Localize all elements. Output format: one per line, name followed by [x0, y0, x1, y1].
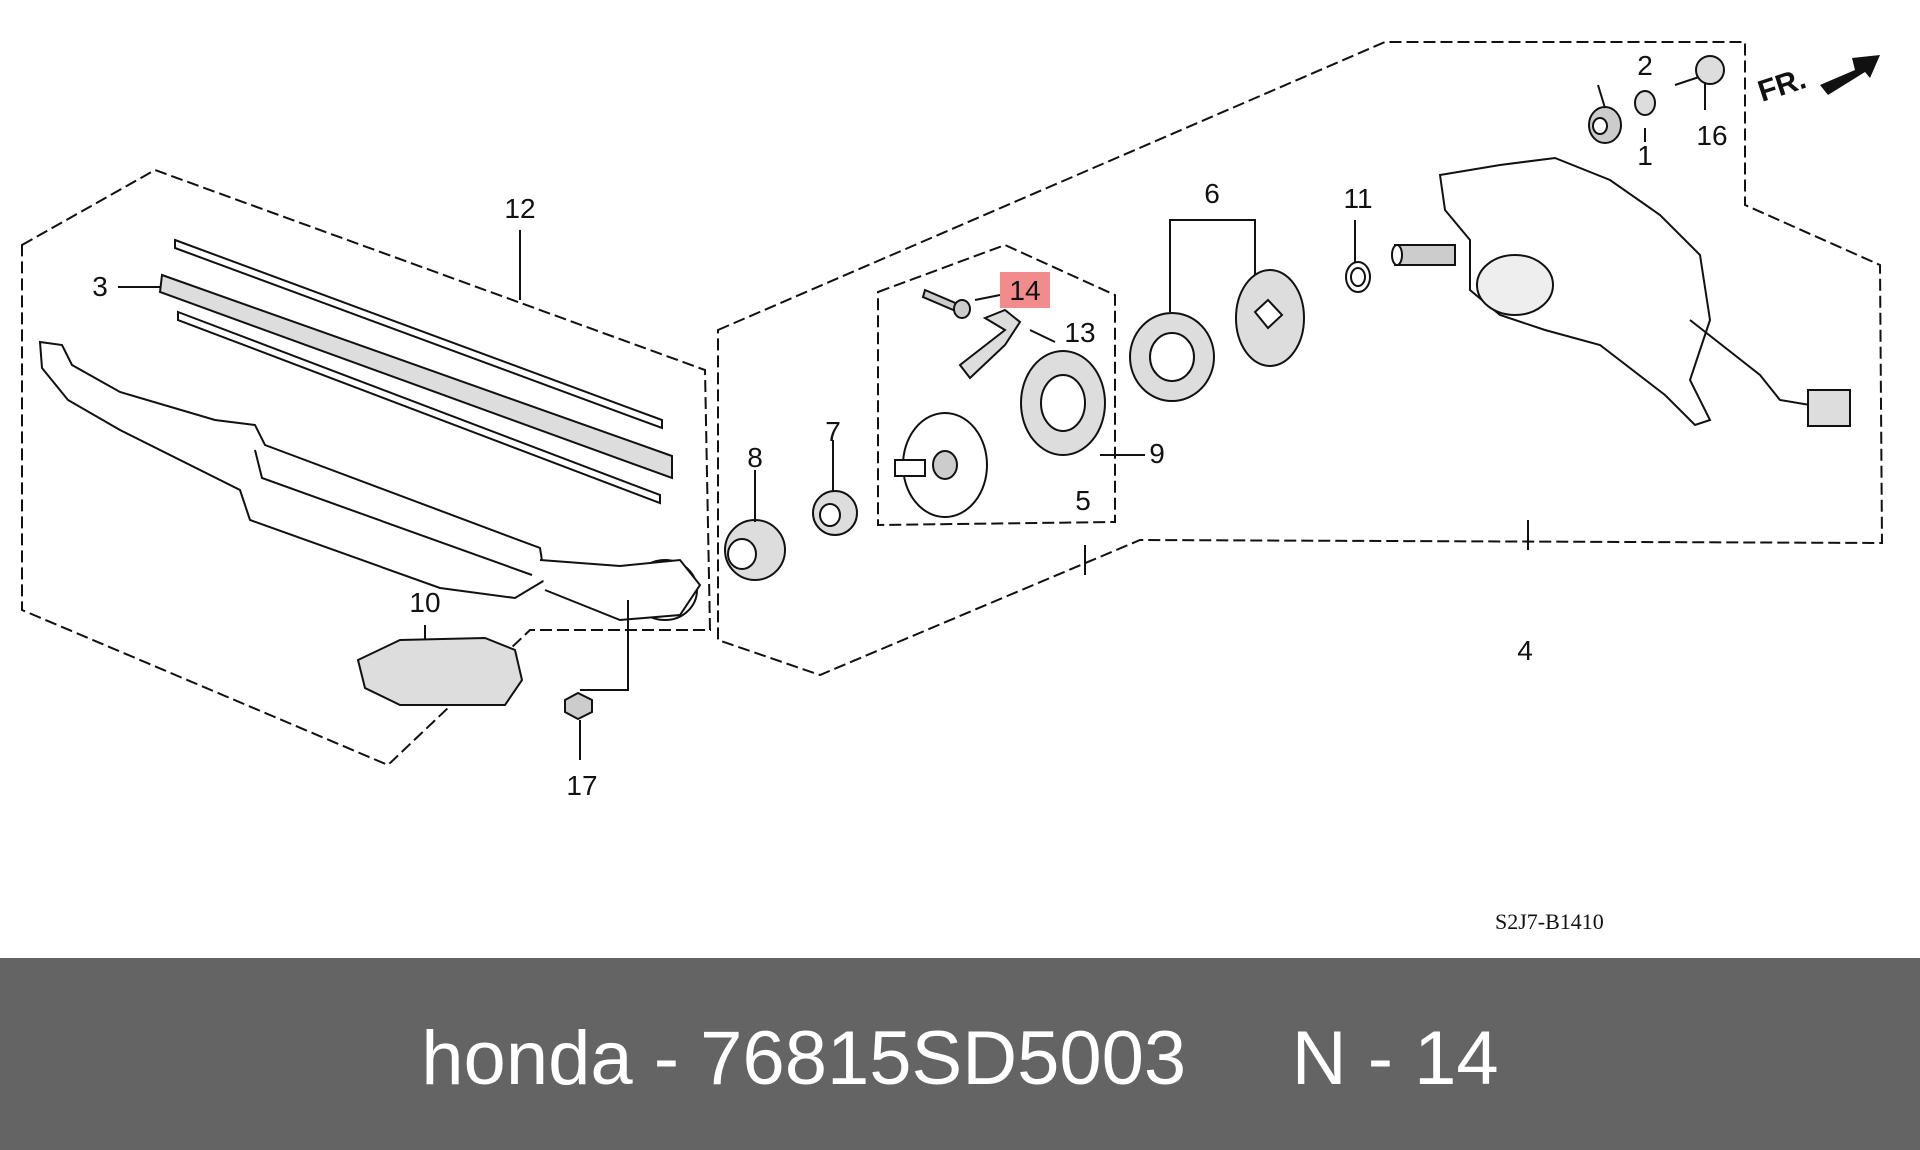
callout-labels: 2 1 16 12 3 6 11 14 13 7 8 9 5 10 4 17 — [92, 50, 1727, 801]
callout-17: 17 — [566, 770, 597, 801]
callout-5: 5 — [1075, 485, 1091, 516]
caption-gap — [1186, 1016, 1292, 1101]
callout-1: 1 — [1637, 140, 1653, 171]
callout-9: 9 — [1149, 438, 1165, 469]
wiper-blade-rubber — [158, 238, 673, 505]
washer-tube — [958, 308, 1022, 380]
diagram-position: N - 14 — [1291, 1015, 1499, 1101]
drawing-code: S2J7-B1410 — [1495, 909, 1604, 934]
pivot-cap — [894, 350, 1106, 518]
callout-16: 16 — [1696, 120, 1727, 151]
cap-subgroup-outline — [877, 243, 1116, 527]
o-ring — [1345, 261, 1371, 293]
front-direction-indicator: FR. — [1754, 55, 1880, 109]
wiper-arm — [38, 340, 702, 622]
fr-arrow-icon — [1820, 55, 1880, 95]
callout-7: 7 — [825, 416, 841, 447]
direction-label: FR. — [1754, 62, 1810, 108]
seal-rings — [1129, 269, 1305, 402]
wiper-motor-group-outline — [717, 41, 1884, 677]
callout-2: 2 — [1637, 50, 1653, 81]
exploded-parts-diagram: FR. 2 1 — [21, 41, 1884, 934]
callout-13: 13 — [1064, 317, 1095, 348]
callout-10: 10 — [409, 587, 440, 618]
callout-3: 3 — [92, 271, 108, 302]
brand-name: honda — [421, 1015, 633, 1101]
flange-nut — [564, 691, 593, 721]
nut — [812, 490, 858, 536]
callout-11: 11 — [1343, 183, 1372, 214]
callout-14: 14 — [1009, 275, 1040, 306]
tapping-screw — [921, 288, 971, 319]
leader-lines — [118, 82, 1706, 760]
callout-8: 8 — [747, 442, 763, 473]
wiper-arm-group-outline — [21, 168, 712, 767]
bushing — [724, 519, 786, 581]
wiper-arm-cap — [356, 636, 524, 706]
part-caption-bar: honda - 76815SD5003 N - 14 — [0, 958, 1920, 1150]
part-number: 76815SD5003 — [700, 1015, 1187, 1101]
callout-6: 6 — [1204, 178, 1220, 209]
callout-4: 4 — [1517, 635, 1533, 666]
callout-14-highlight — [1000, 272, 1050, 308]
caption-separator: - — [632, 1015, 701, 1101]
callout-12: 12 — [504, 193, 535, 224]
mounting-hardware — [1588, 55, 1725, 144]
wiper-motor — [1391, 156, 1851, 427]
part-caption: honda - 76815SD5003 N - 14 — [421, 1015, 1498, 1102]
